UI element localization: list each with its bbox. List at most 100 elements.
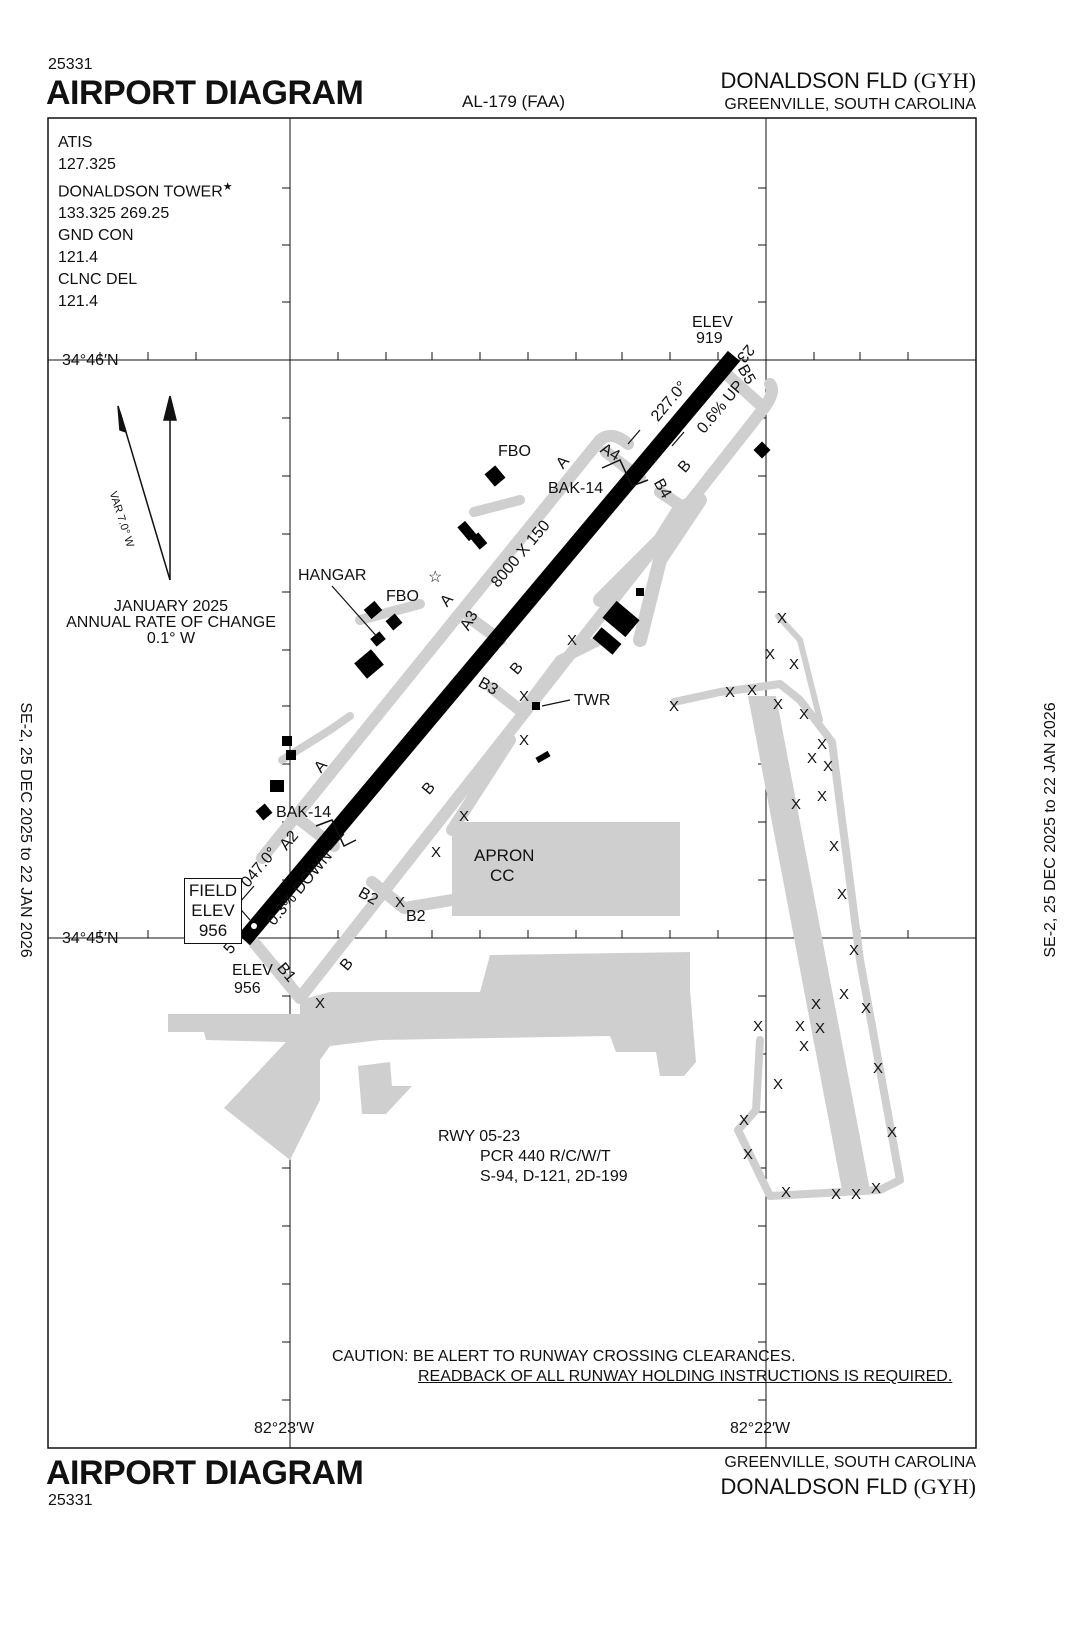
closed-mark: X: [873, 1060, 883, 1077]
label-hangar: HANGAR: [298, 567, 367, 584]
south-apron: [168, 952, 696, 1160]
label-twy-b2-east: B2: [406, 908, 426, 925]
elev-5-value: 956: [234, 980, 261, 997]
lon-west: 82°23′W: [254, 1420, 315, 1437]
closed-mark: X: [837, 886, 847, 903]
airport-name-text: DONALDSON FLD: [720, 68, 908, 93]
lat-north: 34°46′N: [62, 352, 119, 369]
taxiway-twr-link: [515, 635, 605, 715]
closed-mark: X: [851, 1186, 861, 1203]
closed-mark: X: [753, 1018, 763, 1035]
tower-star-icon: ☆: [428, 569, 442, 586]
closed-mark: X: [743, 1146, 753, 1163]
building-north-1: [457, 520, 477, 542]
closed-mark: X: [567, 632, 577, 649]
closed-mark: X: [799, 1038, 809, 1055]
closed-mark: X: [765, 646, 775, 663]
closed-mark: X: [807, 750, 817, 767]
hangar-leader: [331, 585, 381, 641]
freq-gnd-value: 121.4: [58, 249, 99, 267]
north-arrow: [117, 395, 177, 581]
closed-mark: X: [395, 894, 405, 911]
taxiways: [246, 366, 904, 1200]
east-strip: [748, 696, 870, 1190]
lon-east: 82°22′W: [730, 1420, 791, 1437]
annual-change-value: 0.1° W: [146, 630, 196, 647]
footer-city-state: GREENVILLE, SOUTH CAROLINA: [724, 1454, 976, 1471]
pcr-runway: RWY 05-23: [438, 1128, 521, 1145]
tower-star: ★: [222, 181, 233, 193]
building-hangar: [354, 649, 384, 679]
field-elev-line1: FIELD: [188, 881, 238, 900]
closed-mark: X: [519, 688, 529, 705]
nw-spur-1: [278, 712, 354, 764]
closed-mark: X: [773, 696, 783, 713]
effective-dates-right: SE-2, 25 DEC 2025 to 22 JAN 2026: [1042, 702, 1059, 958]
label-bak14-south: BAK-14: [276, 804, 332, 821]
closed-mark: X: [669, 698, 679, 715]
east-taxiway: [670, 680, 904, 1200]
building-west-1: [282, 736, 292, 746]
label-fbo-mid: FBO: [386, 588, 419, 605]
freq-atis: ATIS: [58, 134, 93, 151]
closed-mark: X: [791, 796, 801, 813]
elev-23-label: ELEV: [692, 314, 733, 331]
frequency-block: ATIS 127.325 DONALDSON TOWER★ 133.325 26…: [58, 132, 233, 313]
pcr-rating: PCR 440 R/C/W/T: [480, 1148, 611, 1165]
taxiway-apron-link: [446, 734, 516, 836]
taxiway-b3: [486, 682, 526, 716]
closed-mark: X: [831, 1186, 841, 1203]
caution-line1: CAUTION: BE ALERT TO RUNWAY CROSSING CLE…: [332, 1348, 796, 1365]
nw-spur-3: [469, 495, 525, 517]
airport-id: (GYH): [913, 68, 976, 93]
label-twr: TWR: [574, 692, 611, 709]
closed-mark: X: [777, 610, 787, 627]
freq-gnd: GND CON: [58, 227, 134, 245]
runway-05-23: [237, 350, 741, 946]
twr-leader: [541, 699, 571, 707]
runway-5-threshold-dot: [251, 923, 257, 929]
footer-title: AIRPORT DIAGRAM: [46, 1454, 364, 1492]
east-taxiway-north: [775, 613, 823, 723]
map-frame: [47, 117, 977, 1449]
taxiway-b2: [366, 876, 458, 914]
closed-mark: X: [519, 732, 529, 749]
gradient-down-arrow: [329, 833, 345, 851]
effective-dates-left: SE-2, 25 DEC 2025 to 22 JAN 2026: [17, 702, 34, 958]
building-fbo-north: [484, 465, 506, 487]
closed-mark: X: [811, 996, 821, 1013]
closed-mark: X: [849, 942, 859, 959]
caution-line2: READBACK OF ALL RUNWAY HOLDING INSTRUCTI…: [418, 1368, 953, 1385]
building-twr: [532, 702, 540, 710]
field-elevation-box: FIELD ELEV 956: [184, 878, 242, 944]
heading-047-arrow: [239, 885, 255, 903]
field-elev-line2: ELEV: [191, 901, 235, 920]
closed-mark: X: [431, 844, 441, 861]
closed-mark: X: [799, 706, 809, 723]
building-north-2: [470, 532, 488, 550]
footer-airport-id: (GYH): [913, 1474, 976, 1499]
elev-5-label: ELEV: [232, 962, 273, 979]
closed-mark: X: [823, 758, 833, 775]
magnetic-date: JANUARY 2025: [113, 598, 229, 615]
freq-atis-value: 127.325: [58, 156, 116, 173]
closed-mark: X: [861, 1000, 871, 1017]
closed-mark: X: [839, 986, 849, 1003]
elev-23-value: 919: [696, 330, 723, 347]
east-ramp: [593, 493, 707, 647]
lat-south: 34°45′N: [62, 930, 119, 947]
true-north-head: [163, 395, 177, 421]
closed-mark: X: [789, 656, 799, 673]
closed-mark: X: [871, 1180, 881, 1197]
closed-mark: X: [725, 684, 735, 701]
building-east-2: [592, 627, 622, 655]
closed-mark: X: [795, 1018, 805, 1035]
apron-cc: [452, 822, 680, 916]
footer-airport-name-text: DONALDSON FLD: [720, 1474, 908, 1499]
label-cc: CC: [490, 866, 515, 885]
field-elev-value: 956: [198, 921, 228, 940]
label-fbo-north: FBO: [498, 443, 531, 460]
building-ne: [753, 441, 771, 459]
city-state: GREENVILLE, SOUTH CAROLINA: [724, 96, 976, 113]
chart-title: AIRPORT DIAGRAM: [46, 74, 364, 112]
